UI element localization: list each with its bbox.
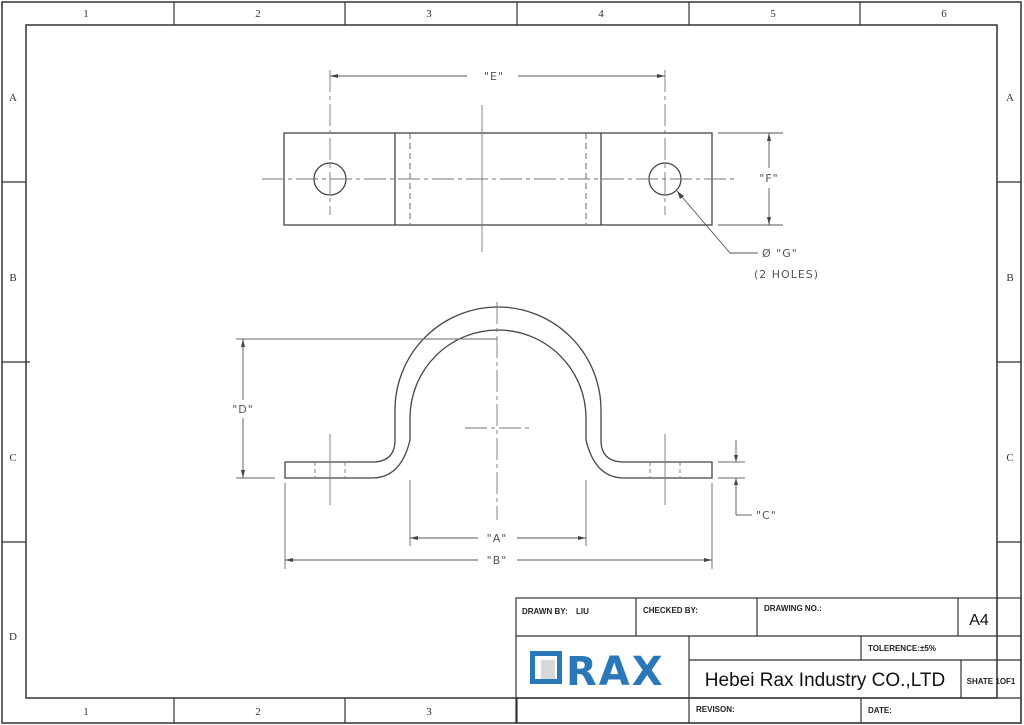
title-block [515,597,1022,724]
dimension-e-label: "E" [484,70,504,83]
paper-size: A4 [969,612,989,629]
dimension-g-note: (2 HOLES) [754,268,819,281]
column-label-3: 3 [426,8,432,20]
row-label-a: A [9,92,17,104]
drawn-by-label: DRAWN BY: [522,607,568,616]
dimension-c-label: "C" [756,509,777,522]
row-label-c: C [9,452,16,464]
tolerance-label: TOLERENCE: [868,644,920,653]
sheet-number: SHATE 1OF1 [967,677,1016,686]
drawn-by-value: LIU [576,607,589,616]
dimension-b-label: "B" [487,554,508,567]
checked-by-label: CHECKED BY: [643,606,698,615]
column-label-1: 1 [83,8,89,20]
dimension-g-label: Ø "G" [762,247,798,260]
row-label-d: D [9,631,17,643]
rax-logo: RAX [530,649,665,695]
row-label-b: B [9,272,16,284]
bottom-column-label-3: 3 [426,706,432,718]
column-label-5: 5 [770,8,776,20]
right-row-label-b: B [1006,272,1013,284]
logo-mark-icon [530,651,562,684]
column-label-2: 2 [255,8,261,20]
top-view: "E" "F" Ø "G" (2 HOLES) [262,70,819,281]
inner-border [25,24,998,699]
drawing-no-label: DRAWING NO.: [764,604,822,613]
right-row-label-a: A [1006,92,1014,104]
tolerance-value: ±5% [920,644,936,653]
company-name: Hebei Rax Industry CO.,LTD [705,670,945,691]
column-label-6: 6 [941,8,947,20]
logo-text: RAX [566,649,665,695]
revision-label: REVISON: [696,705,735,714]
dimension-f-label: "F" [759,172,778,185]
bottom-column-label-2: 2 [255,706,261,718]
strap-profile [284,306,713,479]
right-row-label-c: C [1006,452,1013,464]
dimension-d-label: "D" [232,403,254,416]
front-view: "D" "C" "A" "B" [232,302,777,569]
dimension-a-label: "A" [487,532,508,545]
bottom-column-label-1: 1 [83,706,89,718]
date-label: DATE: [868,706,892,715]
column-label-4: 4 [598,8,604,20]
